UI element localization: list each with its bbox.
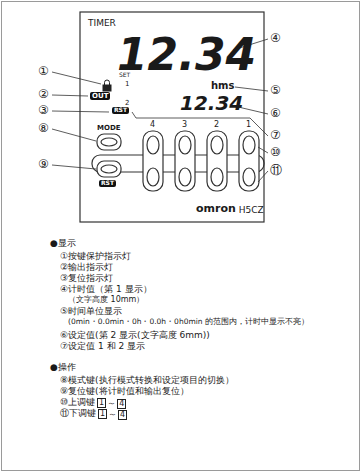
- key-label: RST: [99, 180, 116, 187]
- indicator-label: SET: [119, 72, 130, 79]
- unit-label: hms: [211, 80, 235, 92]
- key-down-part: [243, 168, 255, 186]
- callout-number: ⑤: [270, 84, 281, 98]
- key-down-part: [179, 168, 191, 186]
- indicator-label: RST: [112, 107, 129, 114]
- indicator-label: OUT: [90, 92, 110, 100]
- lock-icon: [103, 80, 111, 91]
- side-buttons: [97, 134, 121, 177]
- callout-number: ⑦: [270, 129, 281, 143]
- indicator-label: 2: [125, 99, 129, 107]
- key-number: 3: [182, 120, 187, 129]
- callout-number: ⑥: [270, 107, 281, 121]
- leader-line: [258, 171, 268, 182]
- description-text: ⑨复位键(将计时值和输出复位）: [60, 386, 189, 396]
- key-up-part: [211, 136, 223, 154]
- callout-number: ②: [38, 88, 49, 102]
- leader-line: [235, 87, 268, 91]
- callout-number: ⑧: [38, 122, 49, 136]
- brand-logo: omron: [196, 203, 236, 216]
- display-digits: 12.34: [180, 93, 243, 113]
- description-text: ③复位指示灯: [60, 273, 113, 283]
- front-panel: [80, 12, 264, 222]
- key-up-part: [147, 136, 159, 154]
- description-text: ⑥设定值(第 2 显示(文字高度 6mm)): [60, 330, 210, 340]
- key-down-part: [147, 168, 159, 186]
- key-number: 4: [150, 120, 155, 129]
- updown-key: [143, 131, 163, 191]
- description-text: ⑩上调键: [60, 397, 95, 407]
- lock-body: [103, 85, 111, 91]
- description-text: ⑪下调键: [60, 408, 96, 418]
- description-text: ⑦设定值 1 和 2 显示: [60, 341, 145, 351]
- updown-keys: [143, 131, 259, 191]
- reset-button-face: [101, 165, 117, 173]
- reset-button: [97, 161, 121, 177]
- updown-key: [207, 131, 227, 191]
- description-text: ⑤时间单位显示: [60, 306, 122, 316]
- callout-number: ③: [38, 104, 49, 118]
- section-heading: ●操作: [50, 362, 76, 372]
- key-number: 1: [246, 120, 251, 129]
- key-box: 1: [97, 398, 106, 408]
- leader-line: [52, 72, 101, 84]
- key-box: 4: [118, 410, 127, 420]
- section-heading: ●显示: [50, 238, 76, 248]
- key-box: 4: [117, 399, 126, 409]
- key-down-part: [211, 168, 223, 186]
- description-text: (0min・0.0min・0h・0.0h・0h0min 的范围内，计时中显示不亮…: [68, 318, 353, 327]
- description-text: ②输出指示灯: [60, 262, 113, 272]
- leader-line: [52, 111, 109, 112]
- callout-number: ④: [270, 32, 281, 46]
- key-box: 1: [98, 409, 107, 419]
- leader-line: [52, 129, 96, 141]
- callout-number: ①: [38, 65, 49, 79]
- leader-line: [132, 112, 268, 136]
- callout-number: ⑪: [270, 164, 282, 178]
- leader-line: [52, 165, 96, 169]
- key-number: 2: [214, 120, 219, 129]
- panel-title: TIMER: [88, 18, 116, 28]
- description-text: ①按键保护指示灯: [60, 251, 131, 261]
- description-text: ④计时值（第 1 显示）: [60, 284, 152, 294]
- leader-line: [52, 95, 88, 96]
- key-up-part: [179, 136, 191, 154]
- description-text: ～: [107, 398, 116, 408]
- description-text: ～: [108, 409, 117, 419]
- key-up-part: [243, 136, 255, 154]
- description-text: （文字高度 10mm）: [68, 295, 144, 304]
- updown-key: [175, 131, 195, 191]
- lock-shackle: [105, 80, 110, 85]
- display-digits: 12.34: [117, 33, 256, 77]
- leader-line: [258, 147, 268, 153]
- updown-key: [239, 131, 259, 191]
- model-name: H5CZ: [239, 205, 264, 215]
- callout-number: ⑩: [270, 146, 281, 160]
- description-text: ⑧模式键(执行模式转换和设定项目的切换）: [60, 375, 234, 385]
- indicator-label: 1: [125, 80, 129, 88]
- mode-button-face: [101, 138, 117, 146]
- callout-number: ⑨: [38, 158, 49, 172]
- mode-button: [97, 134, 121, 150]
- key-label: MODE: [97, 124, 121, 132]
